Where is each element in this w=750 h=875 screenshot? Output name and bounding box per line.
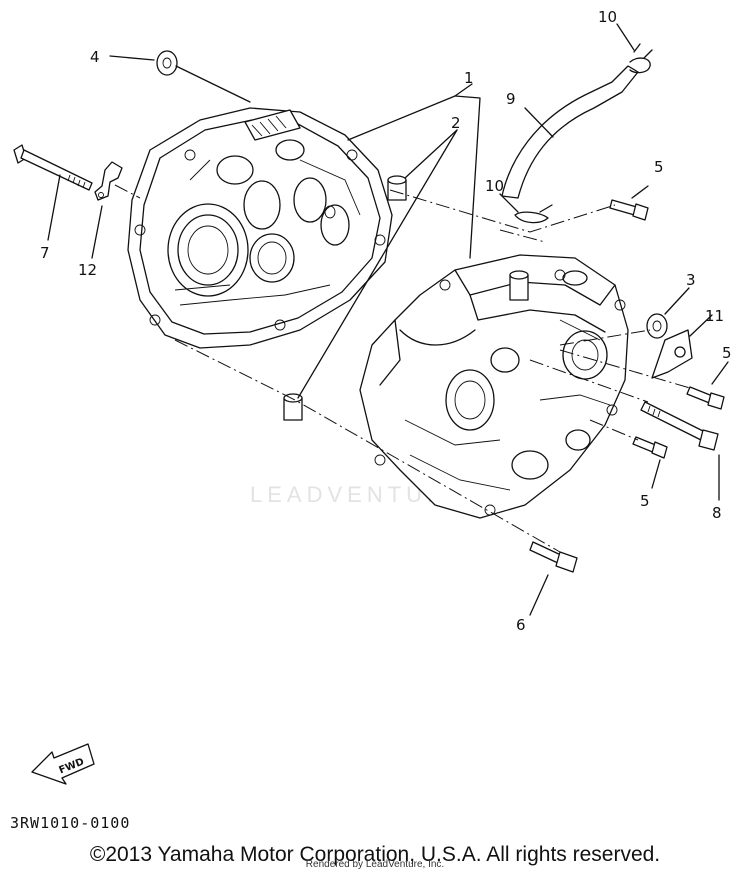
callout-6: 6 bbox=[516, 616, 526, 634]
callout-8: 8 bbox=[712, 504, 722, 522]
part-code: 3RW1010-0100 bbox=[10, 814, 131, 832]
dowel-pin-lower bbox=[283, 393, 303, 421]
bolt-part-5-right bbox=[686, 386, 725, 410]
bolt-part-6 bbox=[529, 541, 578, 573]
bracket-part-11 bbox=[651, 329, 693, 379]
left-crankcase bbox=[127, 107, 393, 349]
assembly-center-lines bbox=[114, 184, 691, 553]
dowel-pin-upper bbox=[387, 175, 407, 201]
copyright-notice: ©2013 Yamaha Motor Corporation, U.S.A. A… bbox=[89, 843, 661, 866]
callout-5-top: 5 bbox=[654, 158, 664, 176]
callout-9: 9 bbox=[506, 90, 516, 108]
callout-5-bottom: 5 bbox=[640, 492, 650, 510]
washer-part-4 bbox=[156, 50, 178, 76]
callout-1: 1 bbox=[464, 69, 474, 87]
hose-clip-bottom bbox=[514, 204, 553, 224]
callout-11: 11 bbox=[705, 307, 724, 325]
washer-part-3 bbox=[646, 313, 668, 339]
rendered-by-notice: Rendered by LeadVenture, Inc. bbox=[305, 859, 445, 870]
callout-10-top: 10 bbox=[598, 8, 617, 26]
callout-3: 3 bbox=[686, 271, 696, 289]
callout-12: 12 bbox=[78, 261, 97, 279]
right-crankcase bbox=[359, 254, 629, 519]
leader-lines bbox=[47, 23, 729, 616]
callout-4: 4 bbox=[90, 48, 100, 66]
bolt-part-5-top bbox=[609, 199, 649, 221]
clamp-part-12 bbox=[94, 161, 123, 201]
callout-7: 7 bbox=[40, 244, 50, 262]
callout-10-bottom: 10 bbox=[485, 177, 504, 195]
hose-clip-top bbox=[629, 43, 653, 74]
bolt-part-7 bbox=[13, 144, 93, 191]
callout-2: 2 bbox=[451, 114, 461, 132]
bolt-part-5-bottom bbox=[632, 436, 668, 459]
bolt-part-8 bbox=[640, 401, 719, 451]
breather-hose-part-9 bbox=[501, 65, 639, 199]
callout-5-right: 5 bbox=[722, 344, 732, 362]
fwd-arrow-icon: FWD bbox=[31, 743, 95, 785]
